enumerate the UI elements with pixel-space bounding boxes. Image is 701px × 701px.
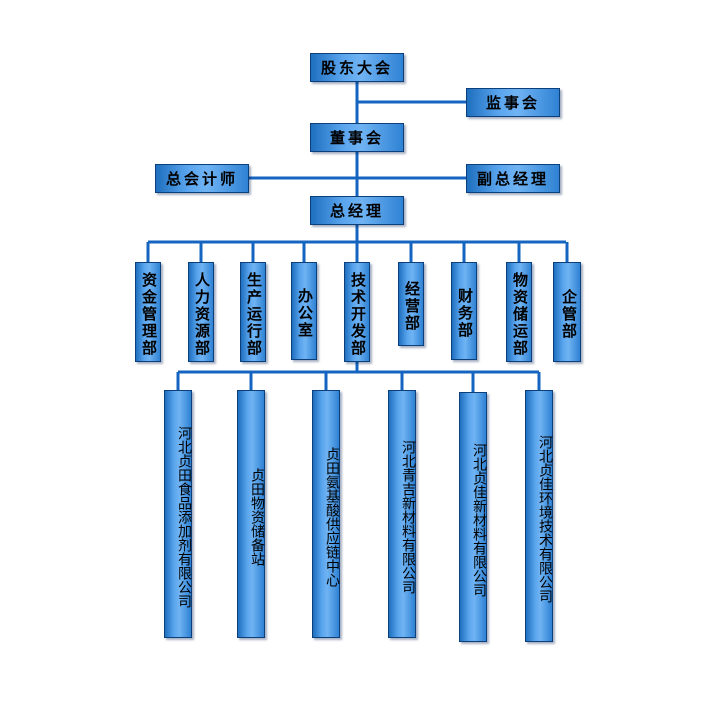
department-box: 生产运行部 <box>240 262 266 362</box>
deputy-gm-box: 副总经理 <box>466 164 560 193</box>
subsidiary-box: 河北贞佳环境技术有限公司 <box>525 390 553 642</box>
department-box: 企管部 <box>553 262 581 362</box>
supervisory-box: 监事会 <box>466 88 560 117</box>
subsidiary-box: 河北贞佳新材料有限公司 <box>459 392 487 642</box>
department-box: 技术开发部 <box>344 262 370 362</box>
subsidiary-box: 河北贞田食品添加剂有限公司 <box>164 390 192 638</box>
subsidiary-box: 贞田氨基酸供应链中心 <box>312 390 340 638</box>
board-box: 董事会 <box>310 123 404 152</box>
department-box: 人力资源部 <box>188 262 214 362</box>
shareholders-box: 股东大会 <box>310 53 404 82</box>
gm-box: 总经理 <box>310 196 404 225</box>
department-box: 财务部 <box>451 262 477 360</box>
department-box: 办公室 <box>291 262 317 360</box>
department-box: 资金管理部 <box>135 262 161 362</box>
subsidiary-box: 河北青吉新材料有限公司 <box>388 390 416 638</box>
department-box: 经营部 <box>398 262 424 346</box>
department-box: 物资储运部 <box>506 262 532 362</box>
chief-accountant-box: 总会计师 <box>155 164 249 193</box>
subsidiary-box: 贞田物资储备站 <box>237 390 265 638</box>
